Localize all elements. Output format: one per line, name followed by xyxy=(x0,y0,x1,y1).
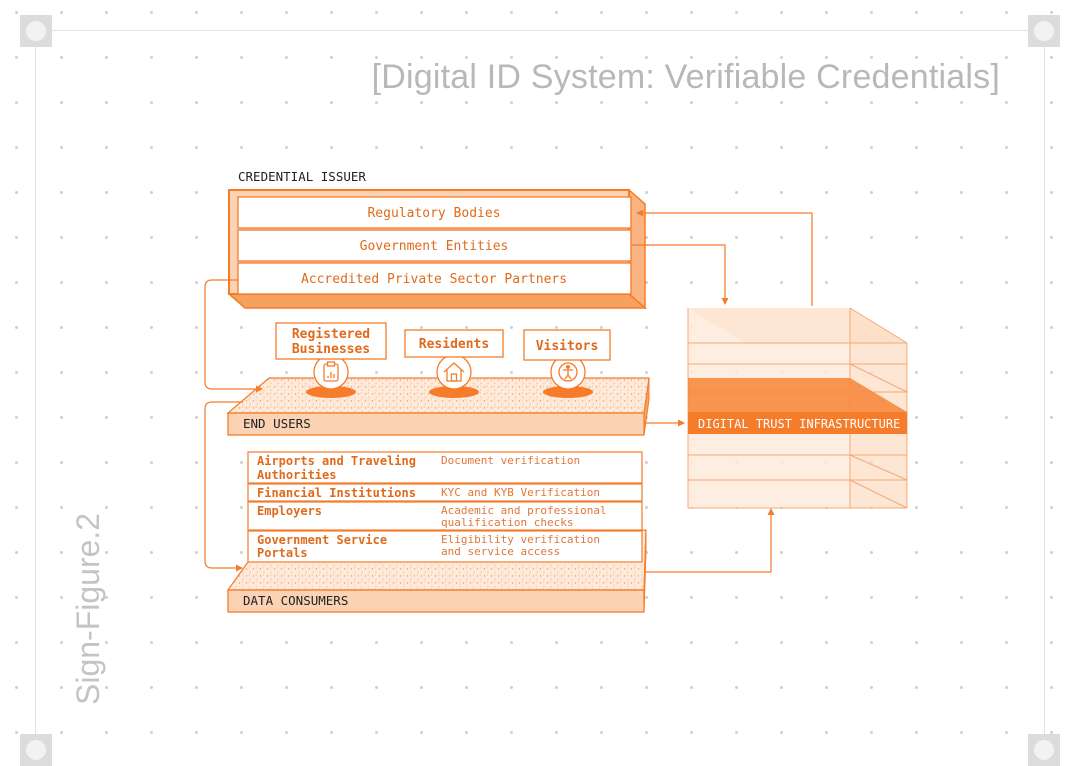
infrastructure-to-issuer-arrow xyxy=(636,209,813,306)
consumer-name: Portals xyxy=(257,546,308,560)
issuer-to-infrastructure-arrow xyxy=(631,244,729,305)
consumer-use: qualification checks xyxy=(441,516,573,529)
issuer-row-label: Accredited Private Sector Partners xyxy=(301,272,567,287)
person-icon xyxy=(558,362,578,382)
consumer-use: and service access xyxy=(441,545,560,558)
user-group-registered-businesses: Registered Businesses xyxy=(275,322,387,398)
issuer-row-label: Regulatory Bodies xyxy=(367,206,500,221)
end-users-heading: END USERS xyxy=(243,416,311,431)
issuer-to-end-users-arrow xyxy=(204,279,263,393)
consumer-row xyxy=(247,530,643,563)
consumer-use: KYC and KYB Verification xyxy=(441,486,600,499)
user-group-label: Businesses xyxy=(292,342,370,357)
user-group-visitors: Visitors xyxy=(523,329,611,398)
figure-title: [Digital ID System: Verifiable Credentia… xyxy=(371,58,1000,96)
consumer-row xyxy=(247,451,643,484)
corner-marker-top-left xyxy=(20,15,52,47)
consumer-name: Authorities xyxy=(257,468,336,482)
consumer-name: Airports and Traveling xyxy=(257,454,416,468)
figure-frame xyxy=(35,30,1045,750)
end-users-platform: END USERS xyxy=(226,377,650,436)
consumers-to-infrastructure-arrow xyxy=(646,508,775,573)
trust-infrastructure-stack: DIGITAL TRUST INFRASTRUCTURE xyxy=(687,307,908,509)
issuer-row-label: Government Entities xyxy=(360,239,509,254)
trust-infrastructure-layer xyxy=(688,412,907,434)
diagram: CREDENTIAL ISSUER Regulatory Bodies Gove… xyxy=(204,169,908,613)
end-users-to-consumers-arrow xyxy=(204,401,243,572)
user-group-label: Residents xyxy=(419,337,489,352)
issuer-row xyxy=(237,196,632,229)
data-consumers-heading: DATA CONSUMERS xyxy=(243,593,348,608)
consumer-table: Airports and Traveling Authorities Docum… xyxy=(247,451,643,563)
consumer-name: Employers xyxy=(257,504,322,518)
issuer-heading: CREDENTIAL ISSUER xyxy=(238,169,366,184)
house-icon xyxy=(443,362,465,382)
corner-marker-top-right xyxy=(1028,15,1060,47)
consumer-name: Financial Institutions xyxy=(257,486,416,500)
clipboard-icon xyxy=(323,361,339,382)
trust-infrastructure-label: DIGITAL TRUST INFRASTRUCTURE xyxy=(698,417,900,431)
user-group-label: Registered xyxy=(292,327,370,342)
issuer-box: Regulatory Bodies Government Entities Ac… xyxy=(227,188,647,310)
issuer-row xyxy=(237,229,632,262)
connector-arrows xyxy=(204,209,813,573)
consumer-row xyxy=(247,483,643,502)
consumer-use: Academic and professional xyxy=(441,504,607,517)
user-group-label: Visitors xyxy=(536,339,599,354)
consumer-row xyxy=(247,501,643,531)
issuer-row xyxy=(237,262,632,295)
consumer-name: Government Service xyxy=(257,533,387,547)
consumer-use: Document verification xyxy=(441,454,580,467)
consumer-use: Eligibility verification xyxy=(441,533,600,546)
user-group-residents: Residents xyxy=(404,329,504,398)
